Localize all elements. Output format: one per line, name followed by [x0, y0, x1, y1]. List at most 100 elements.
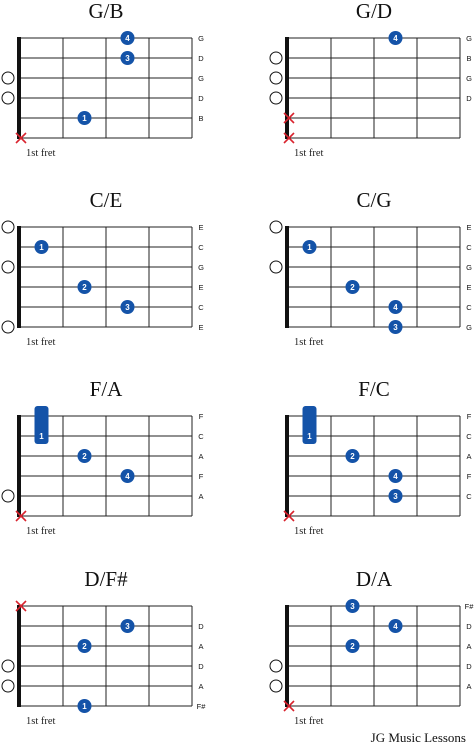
string-label: G	[198, 74, 204, 83]
string-label: G	[466, 74, 472, 83]
string-label: F	[199, 412, 204, 421]
nut	[285, 605, 289, 707]
string-label: F	[199, 472, 204, 481]
string-label: D	[466, 622, 472, 631]
finger-number: 4	[393, 34, 398, 43]
string-label: C	[466, 432, 472, 441]
muted-string-x	[15, 132, 27, 144]
muted-string-x	[15, 510, 27, 522]
fret-caption: 1st fret	[26, 337, 56, 348]
open-string-marker	[1, 489, 15, 503]
muted-string-x	[283, 700, 295, 712]
finger-dot	[388, 619, 403, 633]
string-label: E	[198, 223, 203, 232]
finger-dot	[388, 300, 403, 314]
finger-dot	[120, 619, 135, 633]
chord-title: D/A	[356, 567, 393, 591]
muted-string-x	[283, 132, 295, 144]
finger-dot	[388, 469, 403, 483]
string-label: A	[466, 452, 471, 461]
string-label: E	[466, 223, 471, 232]
finger-dot	[77, 111, 92, 125]
fret-caption: 1st fret	[294, 526, 324, 537]
open-string-marker	[269, 659, 283, 673]
finger-dot	[120, 51, 135, 65]
string-label: C	[198, 432, 204, 441]
finger-number: 2	[82, 452, 87, 461]
nut	[17, 37, 21, 139]
finger-dot	[120, 31, 135, 45]
open-string-marker	[1, 659, 15, 673]
open-string-marker	[1, 679, 15, 693]
chord-title: C/E	[90, 188, 123, 212]
finger-dot	[388, 489, 403, 503]
chord-title: F/C	[358, 377, 390, 401]
open-string-marker	[269, 260, 283, 274]
finger-dot	[77, 699, 92, 713]
string-label: F#	[197, 702, 207, 711]
string-label: G	[198, 34, 204, 43]
finger-number: 4	[393, 303, 398, 312]
finger-number: 3	[350, 602, 355, 611]
finger-dot	[345, 449, 360, 463]
finger-number: 3	[125, 54, 130, 63]
chord-title: C/G	[356, 188, 391, 212]
finger-number: 4	[125, 472, 130, 481]
finger-dot	[345, 639, 360, 653]
finger-dot	[77, 280, 92, 294]
finger-number: 4	[125, 34, 130, 43]
fret-caption: 1st fret	[26, 526, 56, 537]
finger-number: 1	[82, 702, 87, 711]
chord-title: D/F#	[84, 567, 128, 591]
string-label: C	[466, 492, 472, 501]
finger-dot	[388, 31, 403, 45]
finger-number: 1	[307, 432, 312, 441]
finger-dot	[77, 449, 92, 463]
finger-number: 1	[39, 432, 44, 441]
finger-number: 2	[350, 283, 355, 292]
finger-dot	[388, 320, 403, 334]
open-string-marker	[269, 220, 283, 234]
string-label: G	[466, 34, 472, 43]
barre-marker	[302, 406, 317, 444]
string-label: D	[198, 94, 204, 103]
string-label: F#	[465, 602, 474, 611]
string-label: C	[466, 243, 472, 252]
string-label: A	[198, 682, 203, 691]
nut	[17, 226, 21, 328]
chord-title: G/B	[88, 0, 123, 23]
string-label: G	[198, 263, 204, 272]
finger-dot	[120, 469, 135, 483]
string-label: B	[466, 54, 471, 63]
finger-number: 2	[82, 642, 87, 651]
string-label: D	[198, 622, 204, 631]
finger-number: 1	[39, 243, 44, 252]
string-label: F	[467, 412, 472, 421]
chord-title: G/D	[356, 0, 392, 23]
fret-caption: 1st fret	[294, 148, 324, 159]
nut	[285, 415, 289, 517]
string-label: A	[198, 642, 203, 651]
string-label: D	[198, 662, 204, 671]
muted-string-x	[283, 112, 295, 124]
string-label: A	[198, 452, 203, 461]
open-string-marker	[1, 220, 15, 234]
finger-dot	[34, 240, 49, 254]
chord-title: F/A	[90, 377, 124, 401]
finger-number: 2	[82, 283, 87, 292]
finger-number: 3	[393, 492, 398, 501]
string-label: D	[198, 54, 204, 63]
fret-caption: 1st fret	[294, 716, 324, 727]
open-string-marker	[269, 71, 283, 85]
string-label: B	[198, 114, 203, 123]
open-string-marker	[269, 679, 283, 693]
finger-number: 2	[350, 642, 355, 651]
finger-number: 4	[393, 622, 398, 631]
string-label: D	[466, 662, 472, 671]
